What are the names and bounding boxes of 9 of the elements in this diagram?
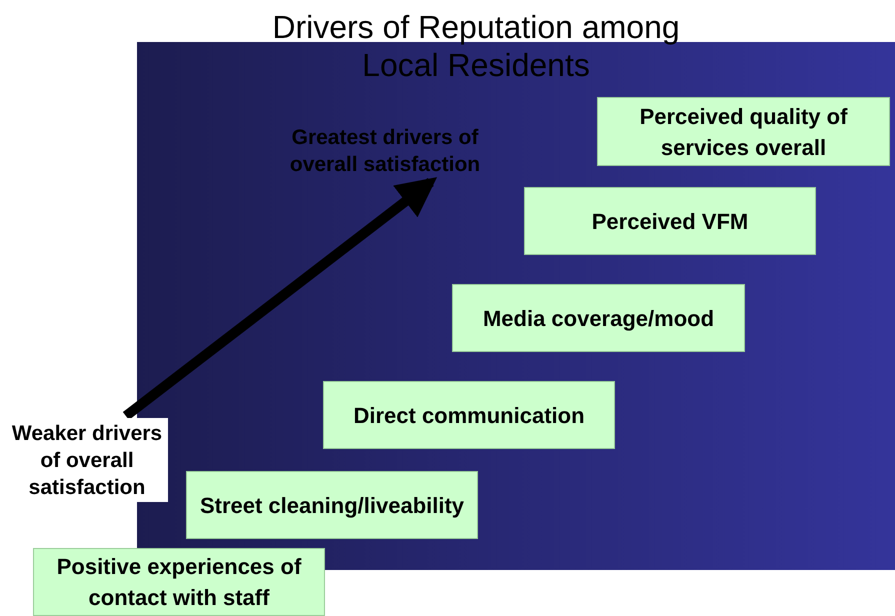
arrow (122, 177, 438, 420)
driver-box: Street cleaning/liveability (186, 471, 478, 539)
driver-box: Media coverage/mood (452, 284, 745, 352)
driver-box: Direct communication (323, 381, 615, 449)
driver-box: Perceived quality of services overall (597, 97, 890, 166)
driver-box: Positive experiences of contact with staff (33, 548, 325, 616)
axis-label: Greatest drivers of overall satisfaction (258, 120, 512, 182)
title: Drivers of Reputation among Local Residents (271, 8, 681, 84)
driver-box: Perceived VFM (524, 187, 816, 255)
